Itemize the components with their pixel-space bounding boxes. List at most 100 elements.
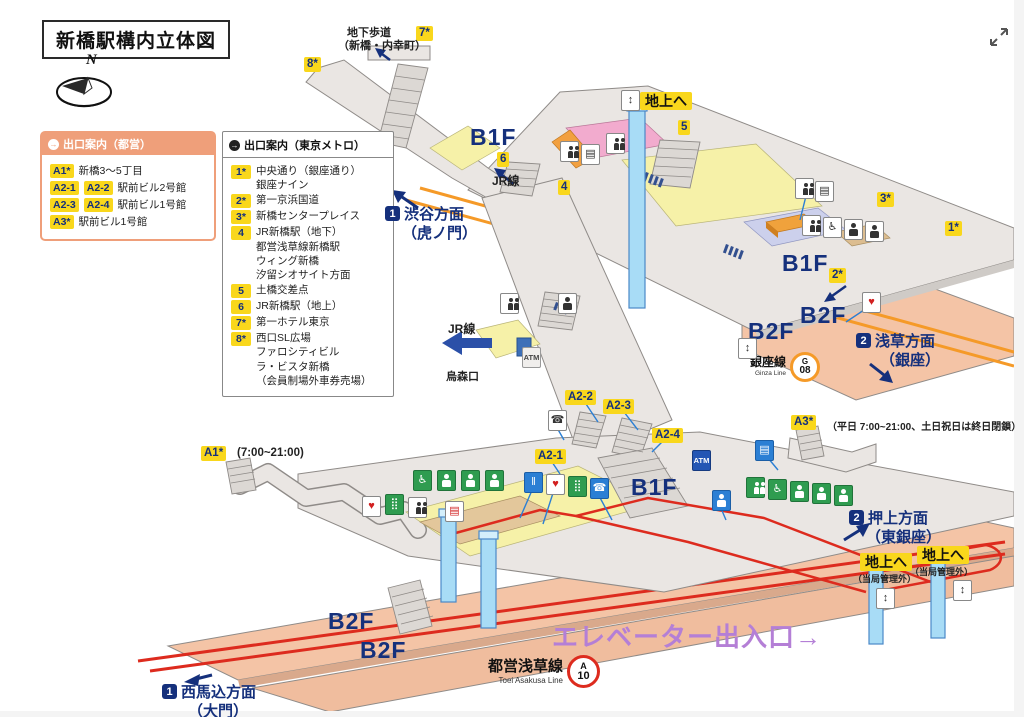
map-exit-badge-3s: 3* (877, 192, 894, 207)
exit-arrow-icon: → (48, 138, 59, 150)
legend-metro-title: 出口案内（東京メトロ） (244, 140, 365, 152)
asakusa-line-name: 都営浅草線 (488, 658, 564, 676)
elevator-icon: ↕ (738, 338, 757, 359)
ticket-gate-icon (795, 178, 814, 199)
map-label: エレベーター出入口→ (552, 622, 823, 652)
legend-metro-header: → 出口案内（東京メトロ） (223, 132, 393, 158)
map-exit-badge-2s: 2* (829, 268, 846, 283)
atm-icon: ATM (522, 347, 541, 368)
stairs-icon (558, 293, 577, 314)
phone-icon: ☎ (548, 410, 567, 431)
ticket-machine-icon: ▤ (581, 144, 600, 165)
map-label: （新橋・内幸町） (338, 40, 426, 52)
machine-icon: ▤ (755, 440, 774, 461)
line-number-icon: 2 (856, 333, 871, 348)
map-exit-badge-a1s: A1* (201, 446, 227, 461)
exit-destination: 新橋3〜5丁目 (78, 165, 143, 177)
exit-badge: A3* (50, 215, 74, 229)
map-exit-badge-4: 4 (558, 180, 571, 195)
map-label: B2F (360, 637, 407, 663)
map-label: 烏森口 (446, 371, 479, 383)
to-ground-badge: 地上へ (860, 553, 912, 571)
direction-label: 1 西馬込方面 (162, 681, 256, 702)
map-exit-badge-a2-4: A2-4 (652, 428, 683, 443)
map-label: （平日 7:00~21:00、土日祝日は終日閉鎖） (827, 422, 1022, 433)
nursing-icon (485, 470, 504, 491)
map-exit-badge-7s: 7* (416, 26, 433, 41)
exit-destination: 駅前ビル2号館 (117, 182, 187, 194)
map-label: （当局管理外） (910, 567, 974, 577)
direction-subtext: （大門） (188, 703, 249, 717)
exit-destination: 第一ホテル東京 (256, 315, 330, 329)
exit-destination-line: ウィング新橋 (256, 254, 319, 267)
map-label: B1F (631, 474, 678, 500)
phone-icon: ☎ (590, 478, 609, 499)
map-exit-badge-a3s: A3* (791, 415, 817, 430)
exit-destination-line: 第一京浜国道 (256, 194, 319, 207)
map-exit-badge-1s: 1* (945, 221, 962, 236)
map-exit-badge-a2-1: A2-1 (535, 449, 566, 464)
elevator-icon: ↕ (953, 580, 972, 601)
asakusa-line-name-en: Toei Asakusa Line (498, 675, 564, 685)
wheelchair-icon: ♿ (413, 470, 432, 491)
exit-destination-line: （会員制場外車券売場） (256, 374, 372, 387)
exit-destination: 第一京浜国道 (256, 193, 319, 207)
exit-destination-line: JR新橋駅（地下） (256, 226, 343, 239)
exit-badge: 2* (231, 194, 251, 209)
exit-badge: A2-4 (83, 198, 113, 212)
baby-icon (790, 481, 809, 502)
map-label: B2F (800, 302, 847, 328)
map-label: JR線 (448, 322, 476, 336)
exit-badge: 4 (231, 226, 251, 241)
direction-text: 西馬込方面 (181, 684, 257, 701)
wheelchair-icon: ♿ (823, 217, 842, 238)
luggage-icon (812, 483, 831, 504)
exit-destination-line: ラ・ビスタ新橋 (256, 360, 330, 373)
exit-destination-line: 西口SL広場 (256, 332, 311, 345)
map-exit-badge-5: 5 (678, 120, 691, 135)
legend-row: A1*新橋3〜5丁目 (50, 164, 208, 178)
braille-icon: ⣿ (385, 494, 404, 515)
exit-badge: A2-2 (83, 181, 113, 195)
to-ground-badge: 地上へ (917, 546, 969, 564)
elevator-icon: ↕ (876, 588, 895, 609)
map-label: （当局管理外） (853, 574, 917, 584)
direction-subtext: （銀座） (880, 352, 941, 369)
ginza-line-name-en: Ginza Line (754, 370, 787, 378)
exit-destination: 西口SL広場ファロシティビルラ・ビスタ新橋（会員制場外車券売場） (256, 331, 372, 388)
expand-icon[interactable] (988, 26, 1010, 48)
to-ground-badge: 地上へ (640, 92, 692, 110)
luggage-icon (461, 470, 480, 491)
luggage-icon (865, 221, 884, 242)
exit-destination-line: 新橋センタープレイス (256, 210, 361, 223)
exit-badge: A2-3 (50, 198, 79, 212)
ticket-machine-icon: ▤ (815, 181, 834, 202)
exit-destination: 駅前ビル1号館 (117, 199, 187, 211)
map-exit-badge-6: 6 (497, 152, 510, 167)
ticket-gate-icon (500, 293, 519, 314)
exit-badge: 3* (231, 210, 251, 225)
aed-icon: ♥ (546, 474, 565, 495)
map-exit-badge-a2-2: A2-2 (565, 390, 596, 405)
exit-badge: 7* (231, 316, 251, 331)
line-number-icon: 1 (162, 684, 177, 699)
map-label: B2F (328, 608, 375, 634)
line-number-icon: 1 (385, 206, 400, 221)
ticket-gate-icon (560, 141, 579, 162)
exit-destination: JR新橋駅（地下）都営浅草線新橋駅ウィング新橋汐留シオサイト方面 (256, 225, 351, 282)
legend-toei-header: → 出口案内（都営） (42, 133, 214, 155)
direction-subtext: （東銀座） (866, 529, 942, 546)
legend-row: 7* 第一ホテル東京 (231, 315, 387, 331)
